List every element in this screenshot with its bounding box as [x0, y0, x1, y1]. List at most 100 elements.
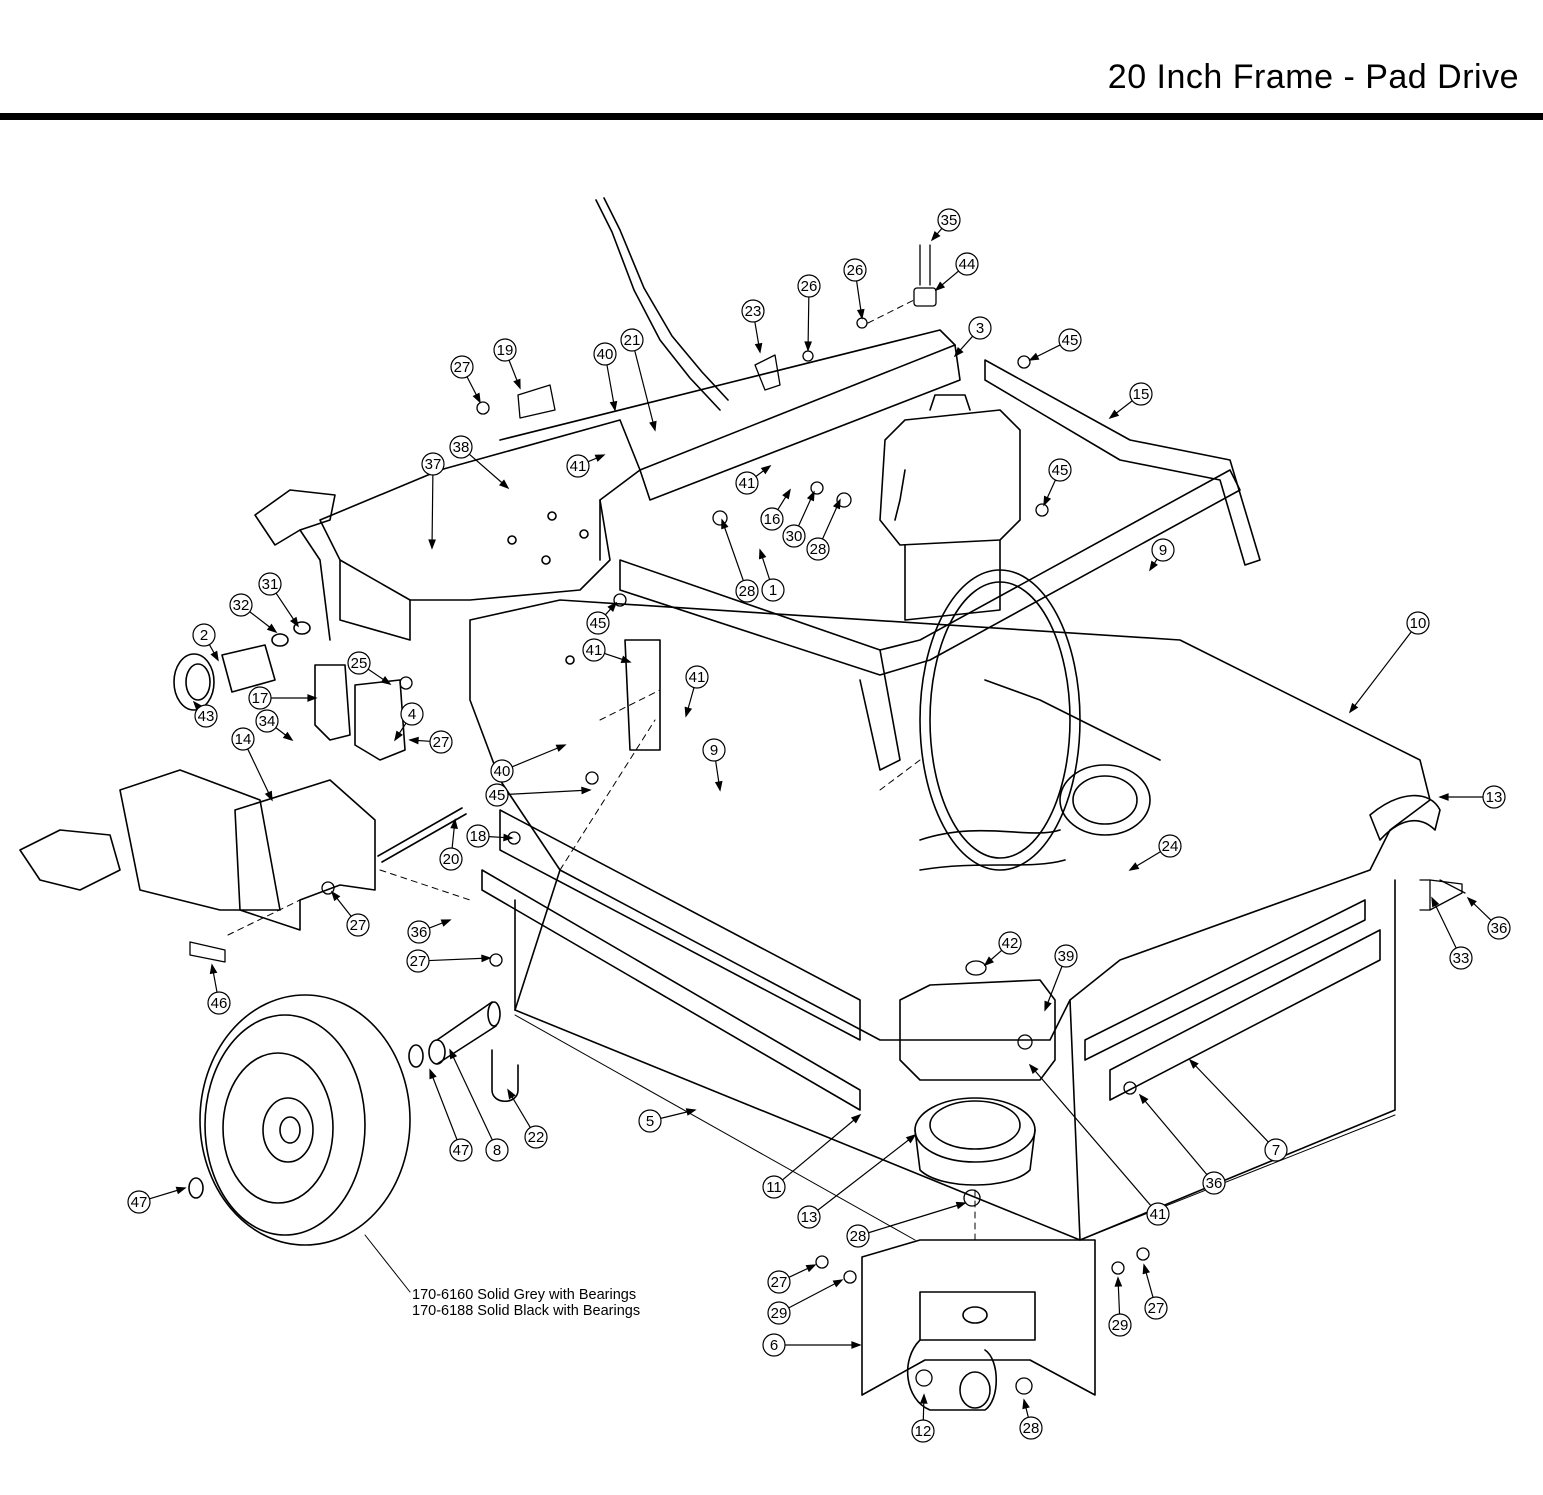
callout-arrowhead	[1348, 702, 1359, 714]
callout-circle	[620, 328, 644, 352]
caster-assembly	[861, 979, 1096, 1411]
callout-circle	[797, 1205, 821, 1229]
callout-circle	[192, 623, 216, 647]
callout-circle	[231, 727, 255, 751]
drive-drum	[919, 569, 1161, 871]
callout-number: 37	[425, 456, 442, 473]
callout-arrowhead	[804, 341, 813, 352]
callout-number: 35	[941, 212, 958, 229]
callout-circle	[1449, 946, 1473, 970]
callout-number: 13	[801, 1209, 818, 1226]
callout-arrowhead	[1044, 1000, 1052, 1012]
callout-arrowhead	[782, 488, 791, 500]
upper-frame	[319, 329, 961, 665]
corner-bumper	[1369, 794, 1441, 841]
callout-arrowhead	[930, 230, 941, 242]
callout-circle	[843, 258, 867, 282]
callout-circle	[806, 537, 830, 561]
callout-arrowhead	[684, 706, 693, 718]
callout-circle	[1264, 1138, 1288, 1162]
callout-circle	[955, 252, 979, 276]
callout-circle	[439, 847, 463, 871]
callout-circle	[1019, 1416, 1043, 1440]
callout-arrowhead	[856, 308, 865, 320]
callout-number: 47	[131, 1194, 148, 1211]
callout-circle	[782, 524, 806, 548]
callout-number: 41	[689, 669, 706, 686]
callout-circle	[760, 507, 784, 531]
callout-arrowhead	[380, 675, 392, 685]
callout-arrowhead	[555, 744, 567, 752]
callout-number: 5	[646, 1113, 654, 1130]
callout-number: 28	[850, 1228, 867, 1245]
callout-circle	[1058, 328, 1082, 352]
callout-number: 26	[801, 278, 818, 295]
callout-leader	[511, 744, 566, 768]
callout-number: 45	[1062, 332, 1079, 349]
callout-number: 39	[1058, 948, 1075, 965]
callout-number: 28	[810, 541, 827, 558]
callout-circle	[593, 342, 617, 366]
callout-number: 12	[915, 1423, 932, 1440]
callout-number: 11	[766, 1179, 782, 1196]
callout-arrowhead	[806, 490, 815, 502]
callout-circle	[638, 1109, 662, 1133]
callout-arrowhead	[805, 1264, 817, 1273]
callout-circle	[1158, 834, 1182, 858]
blower	[919, 764, 1151, 871]
hardware	[189, 244, 1466, 1395]
callout-number: 23	[745, 303, 762, 320]
callout-number: 41	[586, 642, 603, 659]
callout-leader	[1029, 1064, 1152, 1207]
callout-number: 28	[1023, 1420, 1040, 1437]
callout-circle	[762, 1175, 786, 1199]
callout-arrowhead	[472, 392, 481, 404]
callout-arrowhead	[290, 616, 299, 628]
callout-arrowhead	[503, 833, 514, 842]
callout-arrowhead	[1431, 896, 1440, 908]
callout-number: 27	[454, 359, 471, 376]
callout-arrowhead	[507, 1088, 516, 1100]
callout-number: 26	[847, 262, 864, 279]
callout-number: 27	[1148, 1300, 1165, 1317]
callout-circle	[586, 611, 610, 635]
callout-number: 25	[351, 655, 368, 672]
axle-parts	[188, 1001, 519, 1199]
callout-arrowhead	[1138, 1093, 1149, 1105]
callout-circle	[797, 274, 821, 298]
wheel-note-line-2: 170-6188 Solid Black with Bearings	[412, 1303, 641, 1319]
callout-arrowhead	[1188, 1058, 1199, 1069]
callout-arrowhead	[594, 454, 606, 462]
callout-arrowhead	[1108, 409, 1120, 420]
callout-arrowhead	[266, 623, 278, 634]
callout-number: 29	[771, 1305, 788, 1322]
callout-leader	[449, 1049, 493, 1141]
callout-circle	[449, 1138, 473, 1162]
callout-arrowhead	[209, 963, 218, 975]
callout-circle	[493, 338, 517, 362]
callout-arrowhead	[832, 498, 841, 510]
callout-leader	[1189, 1059, 1269, 1143]
callout-arrowhead	[832, 1279, 844, 1288]
callout-arrowhead	[394, 730, 403, 742]
callout-number: 45	[489, 787, 506, 804]
callout-arrowhead	[481, 954, 492, 963]
callout-leader	[817, 1134, 916, 1211]
callout-circle	[485, 783, 509, 807]
callout-number: 3	[976, 320, 984, 337]
callout-arrowhead	[450, 818, 458, 829]
callout-arrowhead	[905, 1133, 917, 1144]
callout-circle	[524, 1125, 548, 1149]
front-pedal	[254, 489, 336, 641]
callout-circle	[1144, 1296, 1168, 1320]
callout-circle	[450, 355, 474, 379]
callout-number: 17	[252, 690, 269, 707]
callout-arrowhead	[264, 790, 273, 802]
callout-number: 46	[211, 995, 228, 1012]
callout-circle	[1482, 785, 1506, 809]
callout-arrowhead	[408, 736, 419, 745]
callout-number: 40	[494, 763, 511, 780]
callout-arrowhead	[953, 347, 964, 358]
callout-circle	[466, 824, 490, 848]
callout-leader	[1139, 1094, 1208, 1175]
